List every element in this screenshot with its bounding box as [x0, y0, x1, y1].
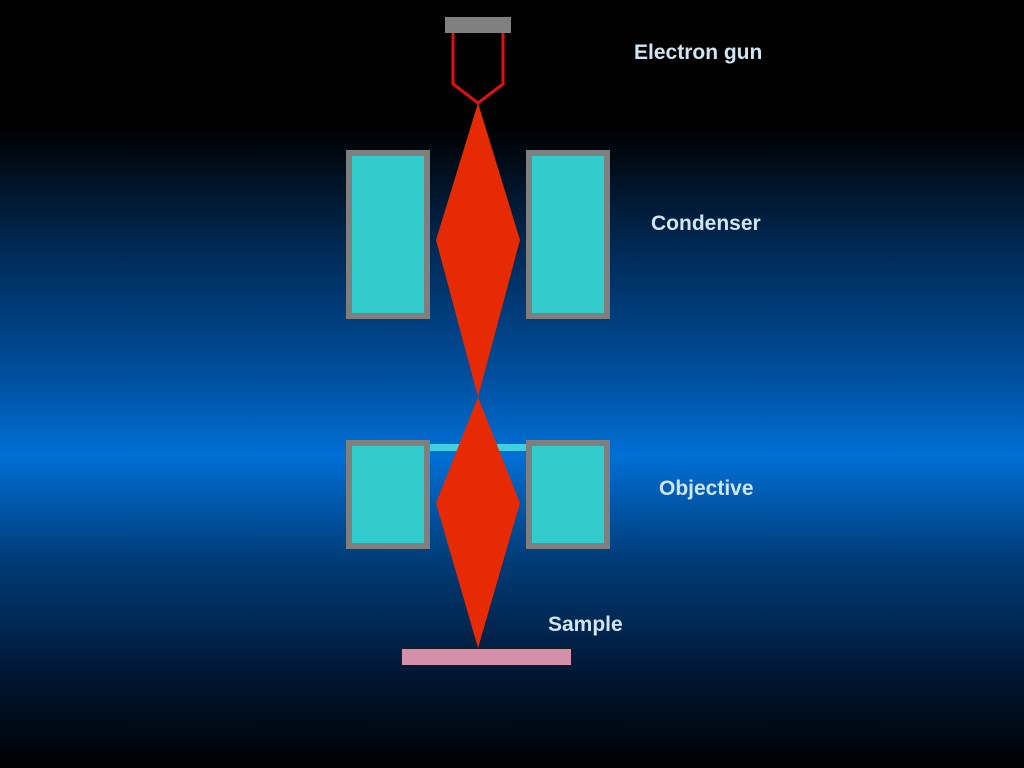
- objective-lens-left: [346, 440, 430, 549]
- sample-label: Sample: [548, 613, 623, 636]
- sample-slide: [401, 648, 572, 666]
- condenser-lens-right: [526, 150, 610, 319]
- condenser-lens-left: [346, 150, 430, 319]
- electron-beam-lower: [436, 397, 520, 648]
- condenser-label: Condenser: [651, 212, 761, 235]
- objective-lens-right: [526, 440, 610, 549]
- electron-gun-label: Electron gun: [634, 41, 763, 64]
- objective-label: Objective: [659, 477, 754, 500]
- electron-gun-cap: [445, 17, 511, 33]
- electron-gun-filament: [451, 33, 505, 105]
- electron-beam-upper: [436, 103, 520, 397]
